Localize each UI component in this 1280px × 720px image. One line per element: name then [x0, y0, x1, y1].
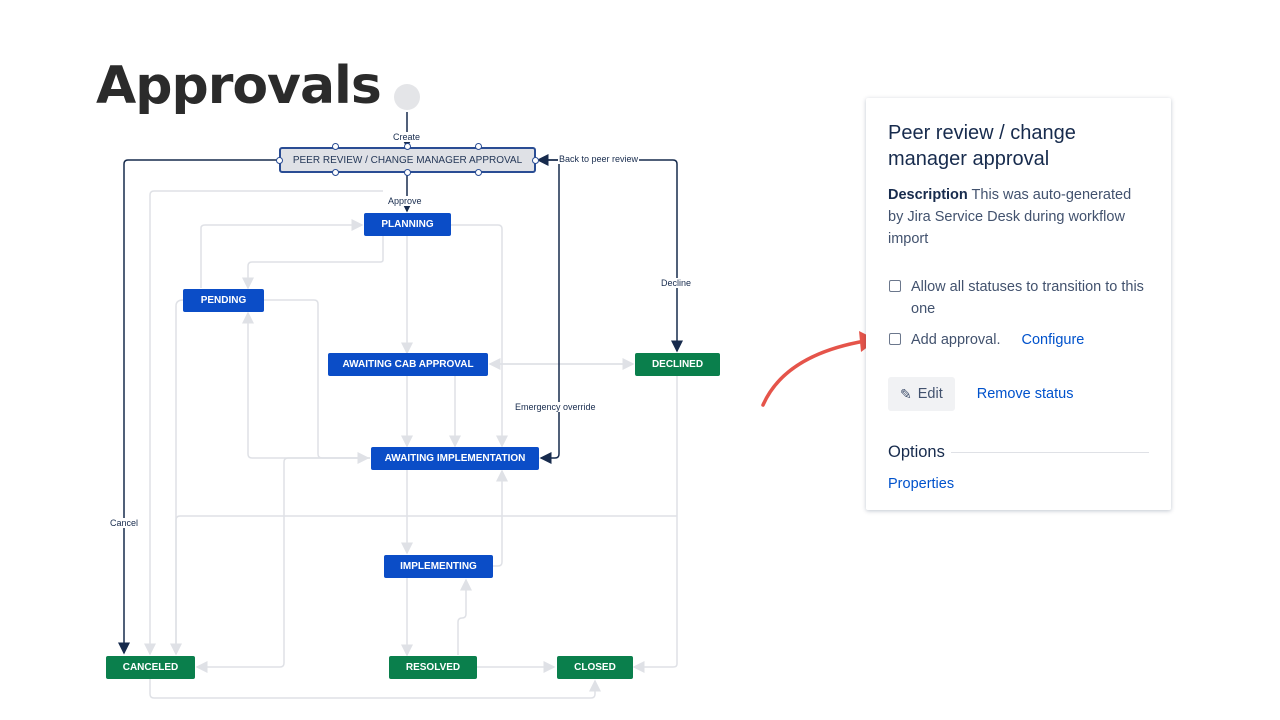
- edit-button[interactable]: ✎ Edit: [888, 377, 955, 411]
- edge-planning-to-impl: [451, 224, 508, 448]
- transition-label-decline[interactable]: Decline: [660, 278, 693, 288]
- edge-pending-to-canceled: [170, 299, 184, 656]
- edge-implementing-to-impl: [493, 469, 508, 567]
- title-decoration-dot: [394, 84, 420, 110]
- node-handle[interactable]: [276, 157, 283, 164]
- add-approval-option[interactable]: Add approval. Configure: [888, 329, 1149, 351]
- panel-actions: ✎ Edit Remove status: [888, 377, 1149, 411]
- edge-pending-to-planning: [200, 219, 364, 288]
- add-approval-checkbox[interactable]: [889, 333, 901, 345]
- transition-label-emergency-override[interactable]: Emergency override: [514, 402, 597, 412]
- properties-link[interactable]: Properties: [888, 476, 955, 492]
- node-handle[interactable]: [475, 169, 482, 176]
- status-declined[interactable]: DECLINED: [635, 353, 720, 376]
- options-heading: Options: [888, 443, 945, 461]
- transition-label-create[interactable]: Create: [392, 132, 422, 142]
- callout-arrow-icon: [761, 331, 877, 407]
- slide-title: Approvals: [96, 56, 382, 116]
- status-awaiting-implementation[interactable]: AWAITING IMPLEMENTATION: [371, 447, 539, 470]
- status-closed[interactable]: CLOSED: [557, 656, 633, 679]
- status-properties-panel: Peer review / change manager approval De…: [866, 98, 1171, 510]
- workflow-diagram: [118, 112, 683, 699]
- node-handle[interactable]: [332, 143, 339, 150]
- description-label: Description: [888, 187, 968, 203]
- status-pending[interactable]: PENDING: [183, 289, 264, 312]
- edge-planning-loop-pending: [242, 236, 384, 290]
- node-handle[interactable]: [404, 169, 411, 176]
- status-resolved[interactable]: RESOLVED: [389, 656, 477, 679]
- node-handle[interactable]: [404, 143, 411, 150]
- panel-title: Peer review / change manager approval: [888, 122, 1076, 170]
- transition-label-back-to-peer-review[interactable]: Back to peer review: [558, 154, 640, 164]
- status-canceled[interactable]: CANCELED: [106, 656, 195, 679]
- edge-impl-to-pending: [242, 311, 370, 459]
- node-handle[interactable]: [475, 143, 482, 150]
- edge-pending-to-impl: [264, 299, 370, 464]
- edge-declined-to-closed: [632, 376, 678, 673]
- pencil-icon: ✎: [900, 385, 912, 402]
- edge-decline: [536, 159, 683, 353]
- description-text: This was auto-generated by Jira Service …: [888, 187, 1132, 247]
- edit-button-label: Edit: [917, 386, 943, 402]
- options-section: Options: [888, 443, 1149, 462]
- transition-label-approve[interactable]: Approve: [387, 196, 423, 206]
- node-handle[interactable]: [332, 169, 339, 176]
- transition-label-cancel[interactable]: Cancel: [109, 518, 140, 528]
- options-divider: [950, 452, 1149, 453]
- node-handle[interactable]: [532, 157, 539, 164]
- edge-resolved-to-implementing: [457, 578, 472, 655]
- edge-peer-to-canceled: [144, 190, 383, 656]
- allow-all-statuses-option[interactable]: Allow all statuses to transition to this…: [888, 276, 1149, 320]
- edge-declined-to-canceled: [175, 515, 677, 654]
- edge-cancel: [118, 159, 279, 655]
- allow-all-statuses-label: Allow all statuses to transition to this…: [911, 279, 1144, 317]
- status-description: Description This was auto-generated by J…: [888, 184, 1149, 250]
- add-approval-label: Add approval.: [911, 332, 1001, 348]
- allow-all-statuses-checkbox[interactable]: [889, 280, 901, 292]
- edge-canceled-to-closed: [149, 679, 601, 699]
- configure-link[interactable]: Configure: [1021, 332, 1085, 348]
- status-planning[interactable]: PLANNING: [364, 213, 451, 236]
- status-implementing[interactable]: IMPLEMENTING: [384, 555, 493, 578]
- edge-emergency-override: [539, 160, 560, 464]
- status-awaiting-cab-approval[interactable]: AWAITING CAB APPROVAL: [328, 353, 488, 376]
- edge-impl-to-canceled: [195, 457, 370, 673]
- remove-status-link[interactable]: Remove status: [976, 386, 1074, 402]
